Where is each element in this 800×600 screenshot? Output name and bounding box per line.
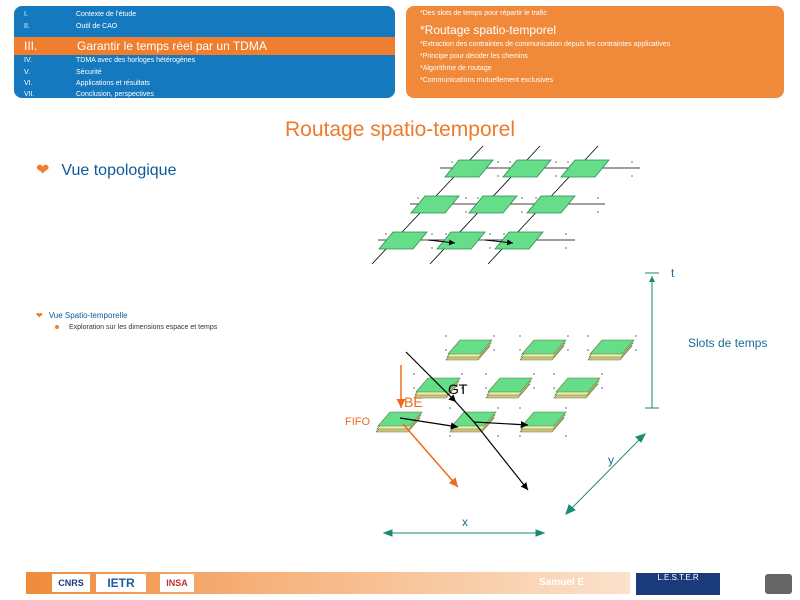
dot-bullet-icon	[55, 325, 59, 330]
topology-node	[494, 231, 544, 250]
topology-node	[502, 159, 552, 178]
topology-node	[436, 231, 486, 250]
label-slots: Slots de temps	[688, 336, 768, 350]
st-stacks	[375, 339, 635, 433]
topology-node	[526, 195, 576, 214]
x-axis	[382, 529, 546, 537]
ietr-logo: IETR	[96, 574, 146, 592]
topology-node	[410, 195, 460, 214]
subsection-item[interactable]: *Principe pour décider les chemins	[420, 53, 528, 60]
topology-node	[560, 159, 610, 178]
label-fifo: FIFO	[345, 416, 371, 428]
heart-bullet-icon: ❤	[36, 311, 43, 320]
st-node-stack	[553, 377, 601, 399]
topology-node	[378, 231, 428, 250]
slide-title: Routage spatio-temporel	[285, 118, 515, 141]
outline-item[interactable]: V.Sécurité	[24, 69, 102, 76]
label-be: BE	[404, 394, 423, 410]
st-node-stack	[485, 377, 533, 399]
topology-node	[444, 159, 494, 178]
st-node-stack	[413, 377, 461, 399]
y-axis	[565, 433, 646, 515]
outline-item[interactable]: VI.Applications et résultats	[24, 80, 150, 87]
bullet-topology: ❤Vue topologique	[36, 162, 177, 179]
nav-button[interactable]	[765, 574, 792, 594]
bullet-exploration: Exploration sur les dimensions espace et…	[55, 324, 217, 331]
st-node-stack	[519, 339, 567, 361]
gt-route	[399, 351, 529, 491]
outline-item[interactable]: IV.TDMA avec des horloges hétérogènes	[24, 57, 196, 64]
heart-bullet-icon: ❤	[36, 162, 50, 179]
topology-route	[427, 239, 514, 246]
label-y: y	[608, 453, 614, 467]
subsection-item[interactable]: *Extraction des contraintes de communica…	[420, 41, 671, 48]
outline-item-active[interactable]: III.Garantir le temps réel par un TDMA	[14, 37, 395, 55]
footer-author: Samuel E	[539, 577, 585, 588]
lester-logo: L.E.S.T.E.R	[636, 573, 720, 595]
bullet-spatio: ❤Vue Spatio-temporelle	[36, 311, 128, 320]
label-t: t	[671, 266, 675, 280]
insa-logo: INSA	[160, 574, 194, 592]
outline-item[interactable]: VII.Conclusion, perspectives	[24, 91, 154, 98]
topology-node	[468, 195, 518, 214]
st-node-stack	[445, 339, 493, 361]
outline-item[interactable]: II.Outil de CAO	[24, 23, 118, 30]
label-x: x	[462, 515, 468, 529]
be-route	[396, 365, 459, 488]
subsection-item-active[interactable]: *Routage spatio-temporel	[420, 23, 557, 37]
subsection-panel: *Des slots de temps pour répartir le tra…	[406, 6, 784, 98]
outline-item[interactable]: I.Contexte de l'étude	[24, 11, 137, 18]
st-node-stack	[587, 339, 635, 361]
label-gt: GT	[448, 381, 468, 397]
st-node-stack	[449, 411, 497, 433]
topology-nodes	[378, 159, 610, 250]
time-axis	[645, 272, 659, 409]
outline-panel: I.Contexte de l'étude II.Outil de CAO II…	[14, 6, 395, 98]
subsection-item[interactable]: *Algorithme de routage	[420, 65, 492, 72]
st-node-stack	[375, 411, 423, 433]
subsection-item[interactable]: *Des slots de temps pour répartir le tra…	[420, 10, 547, 17]
subsection-item[interactable]: *Communications mutuellement exclusives	[420, 77, 554, 84]
st-dots	[413, 335, 637, 437]
st-node-stack	[519, 411, 567, 433]
cnrs-logo: CNRS	[52, 574, 90, 592]
